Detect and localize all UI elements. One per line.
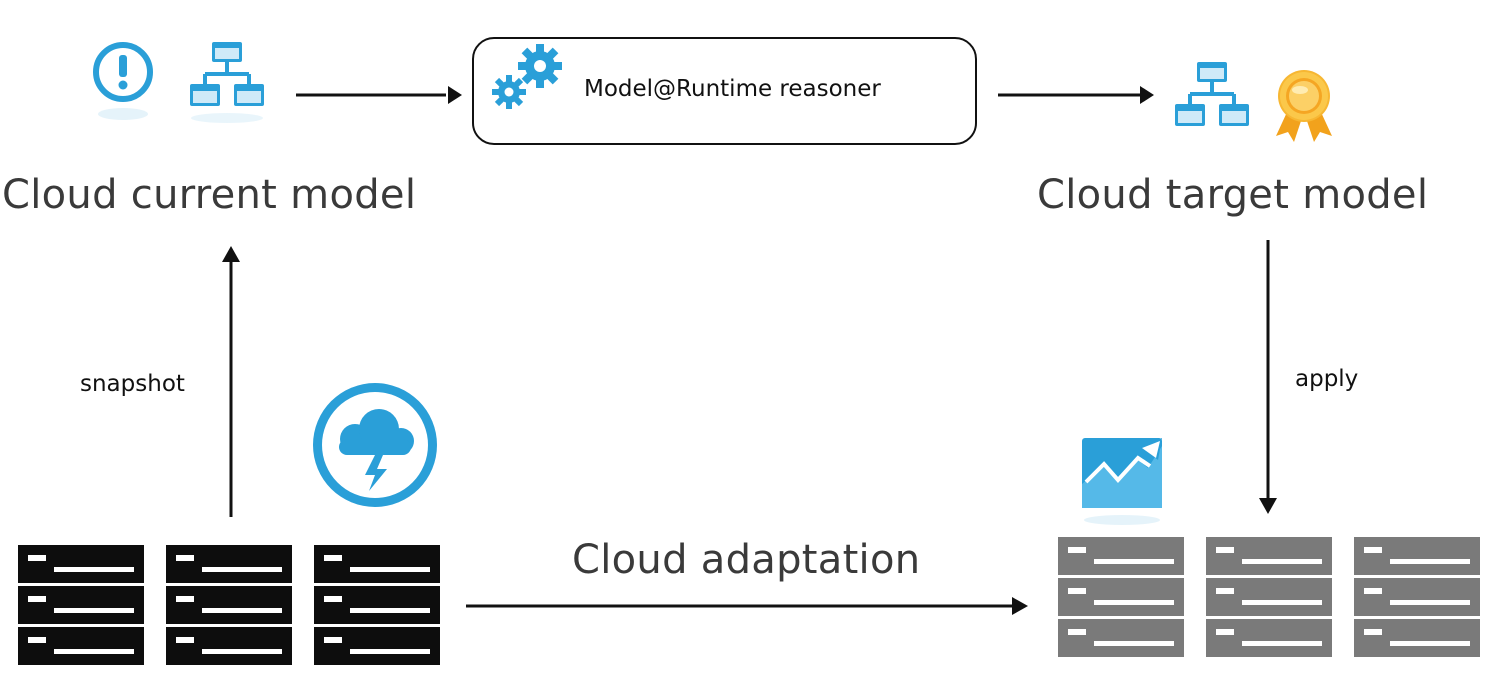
award-icon	[1276, 70, 1332, 142]
server-icon	[1354, 537, 1480, 657]
reasoner-box	[472, 37, 977, 145]
server-rack	[1354, 537, 1482, 664]
apply-label: apply	[1295, 366, 1359, 392]
server-icon	[18, 545, 144, 665]
server-icon	[166, 545, 292, 665]
network-icon	[190, 42, 264, 123]
current-model-label: Cloud current model	[2, 172, 417, 218]
alert-icon	[93, 42, 153, 120]
server-rack	[314, 545, 442, 672]
target-model-label: Cloud target model	[1037, 172, 1429, 218]
server-icon	[1058, 537, 1184, 657]
server-rack	[18, 545, 146, 672]
gears-icon	[492, 44, 562, 109]
reasoner-label: Model@Runtime reasoner	[584, 76, 881, 102]
server-icon	[314, 545, 440, 665]
server-rack	[1058, 537, 1186, 664]
network-icon	[1175, 62, 1249, 126]
storm-cloud-icon	[313, 383, 437, 507]
snapshot-label: snapshot	[80, 371, 185, 397]
server-rack	[166, 545, 294, 672]
server-icon	[1206, 537, 1332, 657]
trend-chart-icon	[1082, 438, 1162, 525]
server-rack	[1206, 537, 1334, 664]
adaptation-label: Cloud adaptation	[572, 537, 921, 583]
